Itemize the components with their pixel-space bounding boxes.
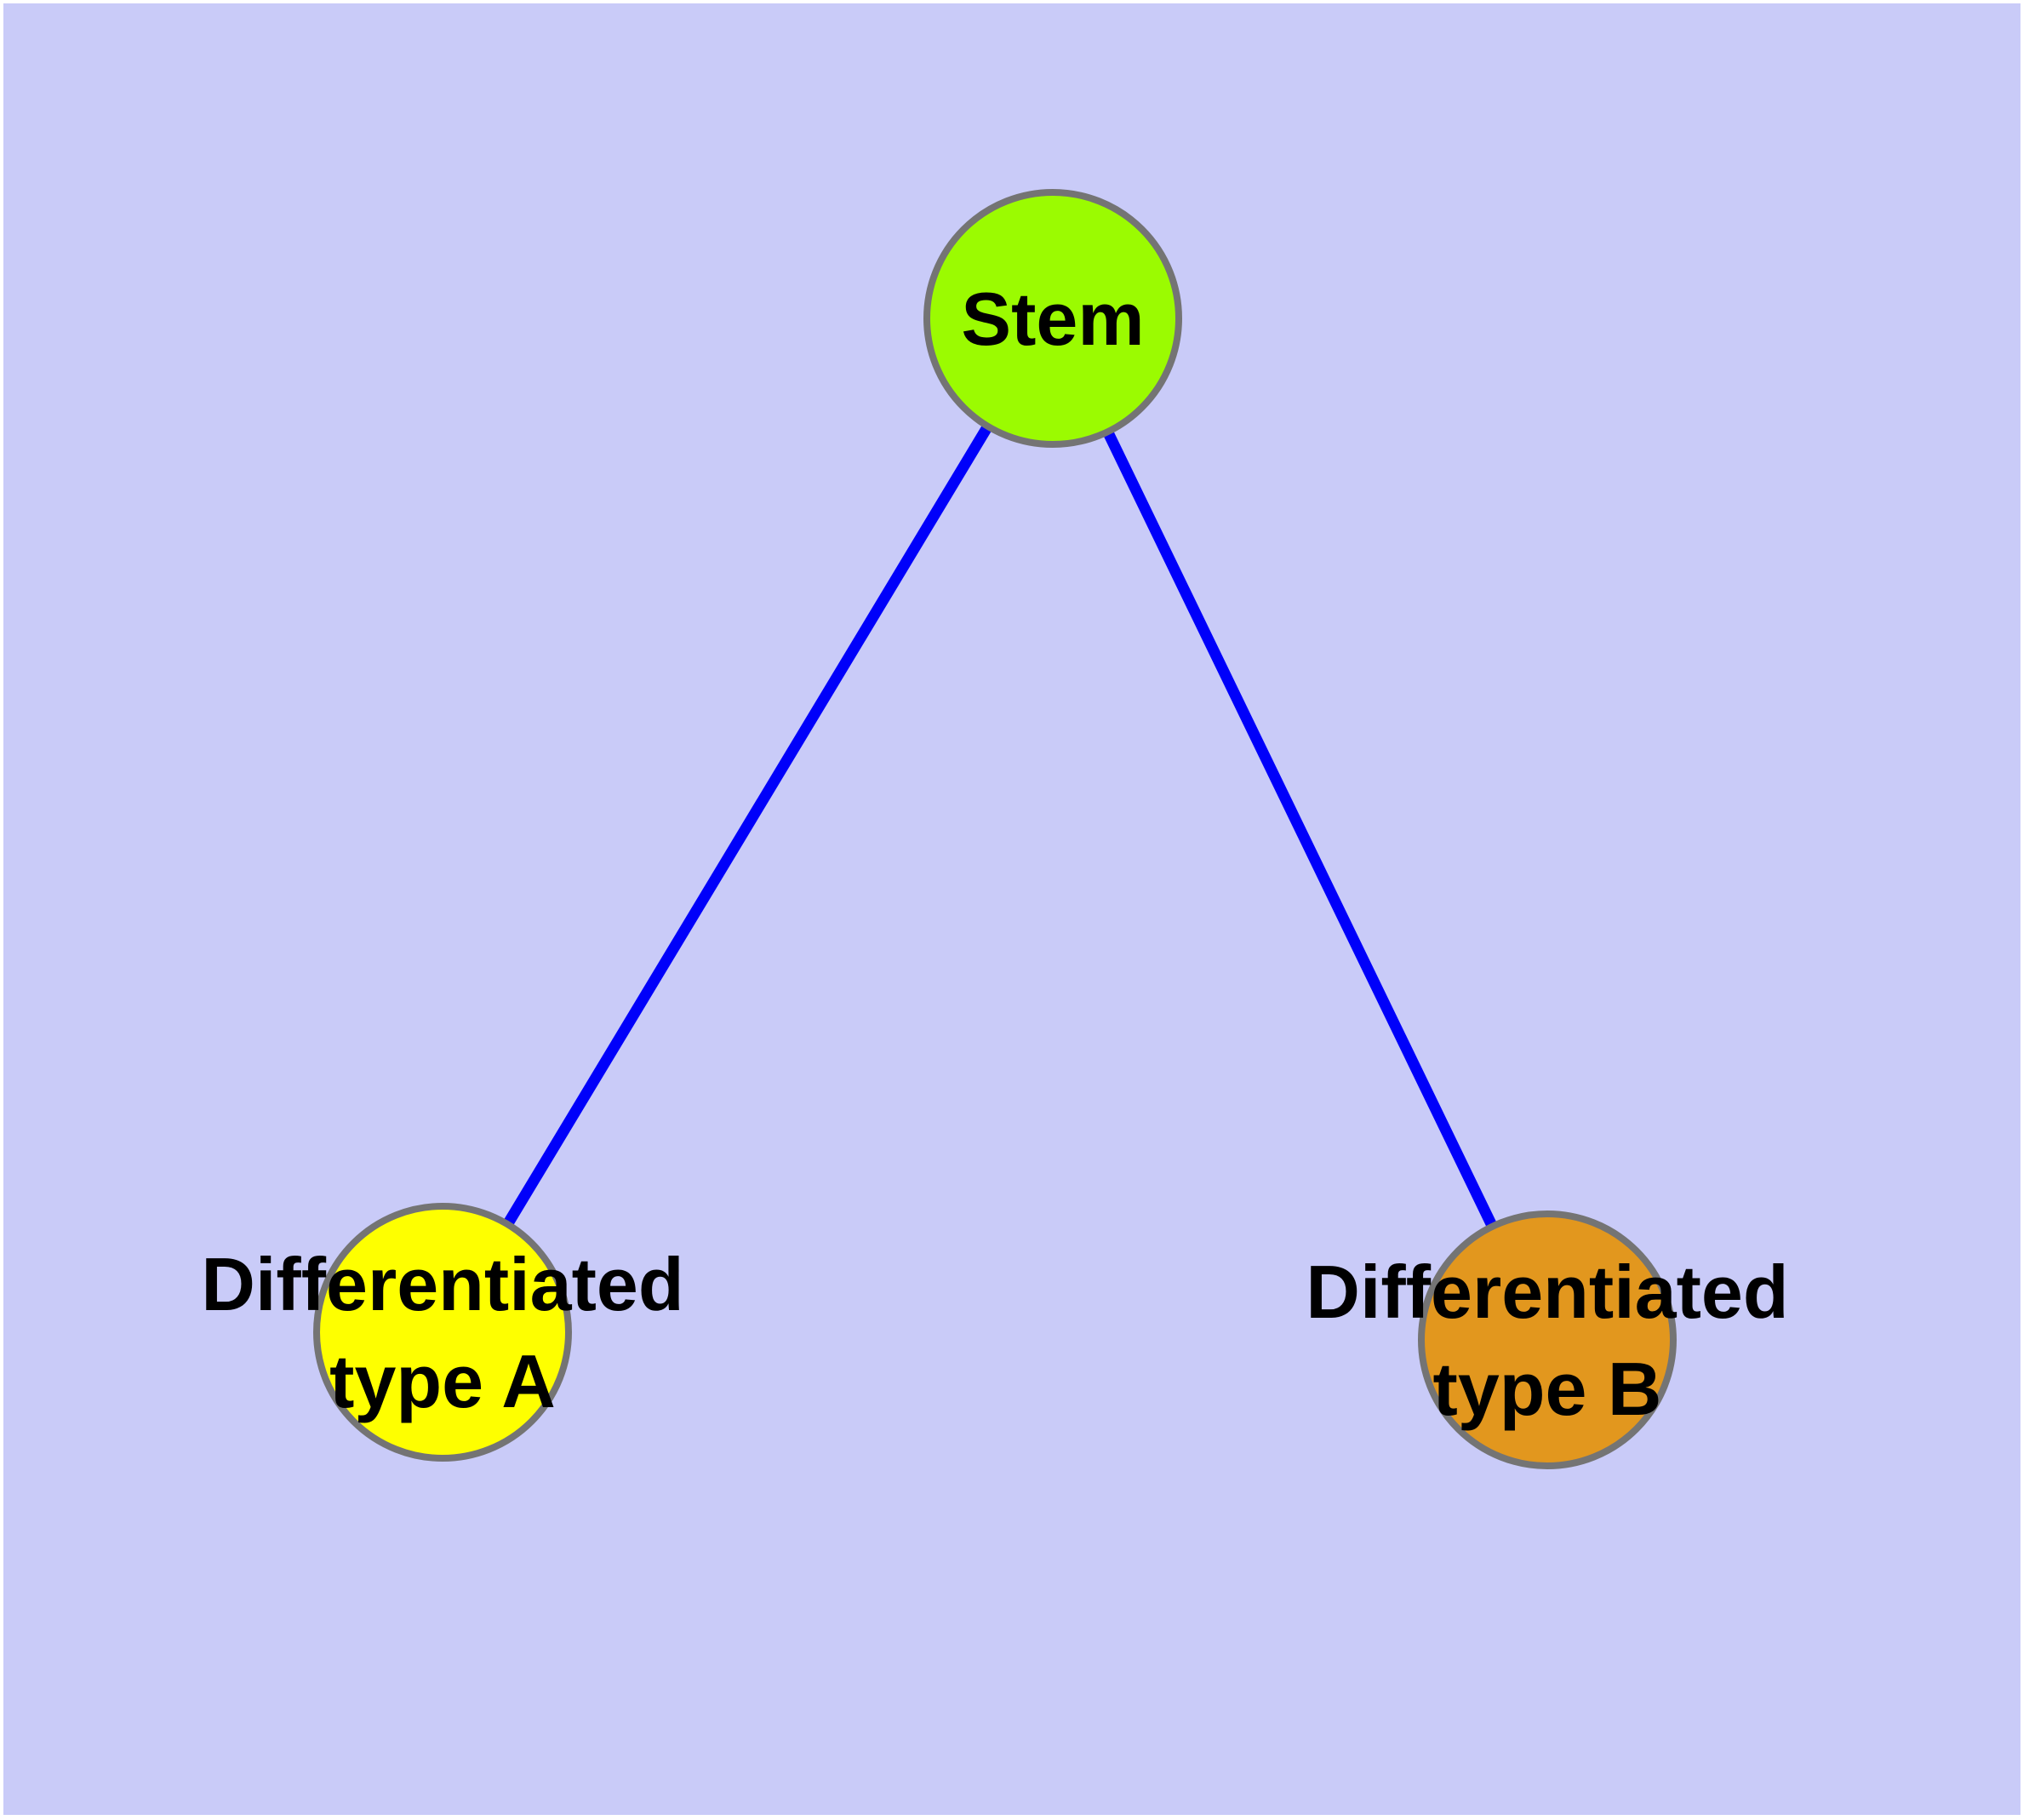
edge-stem-typeA [437,315,1058,1336]
edge-stem-typeB [1048,316,1552,1342]
node-typeB-circle [1418,1210,1677,1469]
node-stem-label: Stem [961,277,1144,361]
edges-group [437,315,1552,1342]
node-typeA-circle [313,1203,572,1462]
node-stem-circle [923,189,1182,448]
nodes-group [313,189,1677,1469]
